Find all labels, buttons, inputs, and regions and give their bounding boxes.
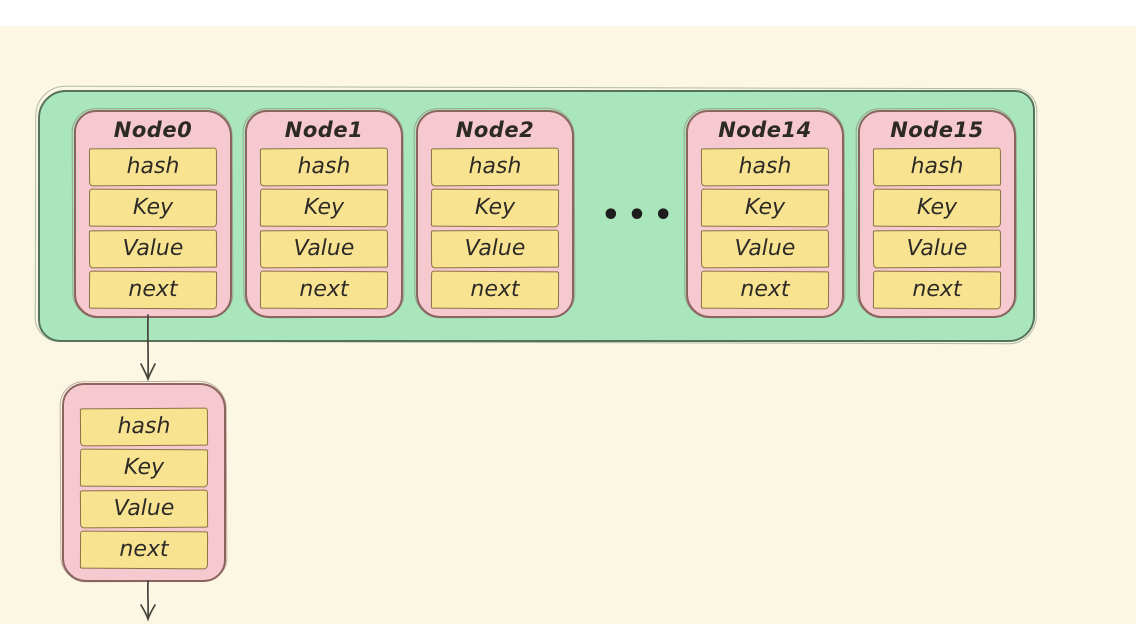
field-next: next [259, 270, 389, 310]
field-hash: hash [872, 147, 1002, 187]
field-next: next [700, 270, 830, 310]
node-fields: hash Key Value next [700, 147, 830, 310]
arrow-node0-to-chained-node [140, 314, 156, 382]
field-hash: hash [259, 147, 389, 187]
node-fields: hash Key Value next [79, 407, 209, 570]
field-key: Key [430, 188, 560, 228]
field-hash: hash [700, 147, 830, 187]
field-key: Key [700, 188, 830, 228]
field-hash: hash [430, 147, 560, 187]
field-hash: hash [88, 147, 218, 187]
node-fields: hash Key Value next [259, 147, 389, 310]
node-card-node15: Node15 hash Key Value next [858, 110, 1016, 318]
field-value: Value [88, 229, 218, 269]
field-key: Key [88, 188, 218, 228]
bucket-array-container: Node0 hash Key Value next Node1 hash Key… [38, 90, 1035, 342]
ellipsis-dots: ••• [601, 197, 680, 233]
field-hash: hash [79, 407, 209, 447]
node-fields: hash Key Value next [430, 147, 560, 310]
chained-node-card: hash Key Value next [62, 383, 226, 582]
node-title: Node0 [113, 118, 193, 142]
field-next: next [430, 270, 560, 310]
node-title: Node2 [455, 118, 535, 142]
node-card-node1: Node1 hash Key Value next [245, 110, 403, 318]
field-value: Value [872, 229, 1002, 269]
field-next: next [872, 270, 1002, 310]
node-title: Node15 [890, 118, 984, 142]
node-card-node0: Node0 hash Key Value next [74, 110, 232, 318]
field-next: next [88, 270, 218, 310]
node-fields: hash Key Value next [88, 147, 218, 310]
node-fields: hash Key Value next [872, 147, 1002, 310]
node-title: Node14 [718, 118, 812, 142]
field-key: Key [259, 188, 389, 228]
field-value: Value [430, 229, 560, 269]
field-key: Key [872, 188, 1002, 228]
field-key: Key [79, 448, 209, 488]
node-title: Node1 [284, 118, 364, 142]
arrow-chained-node-down [140, 580, 156, 622]
node-card-node14: Node14 hash Key Value next [686, 110, 844, 318]
top-strip [0, 0, 1136, 26]
field-value: Value [79, 489, 209, 529]
field-next: next [79, 530, 209, 570]
field-value: Value [700, 229, 830, 269]
node-card-node2: Node2 hash Key Value next [416, 110, 574, 318]
field-value: Value [259, 229, 389, 269]
